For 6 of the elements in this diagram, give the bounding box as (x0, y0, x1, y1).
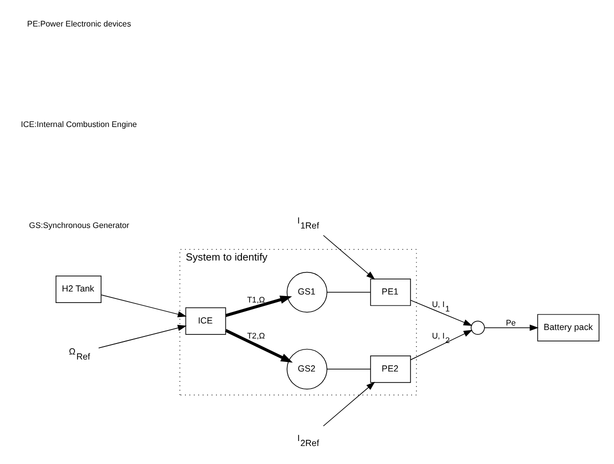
edge-label: T1,Ω (247, 295, 265, 304)
label: PE:Power Electronic devices (27, 20, 132, 29)
edge-label: Pe (506, 318, 516, 328)
edge-label: T2,Ω (247, 332, 265, 341)
label: ICE:Internal Combustion Engine (20, 120, 137, 130)
label: GS:Synchronous Generator (29, 220, 130, 230)
